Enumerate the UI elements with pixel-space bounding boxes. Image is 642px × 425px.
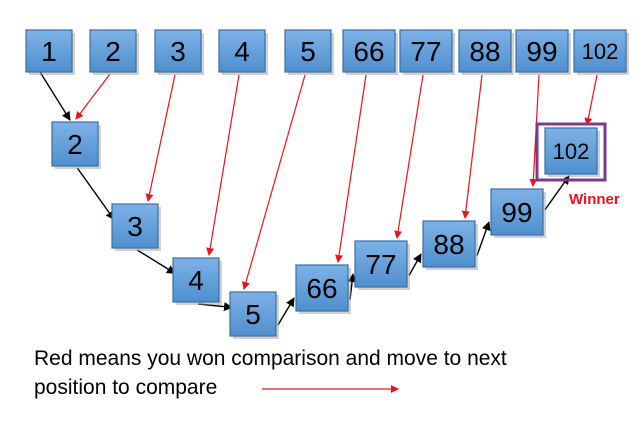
- top-box-66: 66: [342, 29, 398, 75]
- path-box-102-label: 102: [553, 139, 590, 164]
- winner-label: Winner: [569, 191, 620, 208]
- path-box-3-label: 3: [127, 211, 143, 242]
- red-arrow-4: [206, 74, 240, 256]
- path-box-88: 88: [422, 220, 478, 270]
- black-arrow-2-to-3: [76, 167, 115, 221]
- path-box-99-label: 99: [501, 197, 532, 228]
- path-box-2: 2: [51, 121, 101, 169]
- black-arrow-1-to-2: [39, 71, 71, 121]
- black-arrow-88-to-99: [476, 221, 491, 256]
- top-box-99-label: 99: [526, 36, 557, 67]
- red-arrow-77: [394, 74, 424, 239]
- path-box-4-label: 4: [188, 265, 204, 296]
- black-arrow-99-to-102: [544, 175, 570, 211]
- path-box-102: 102: [544, 127, 600, 177]
- top-box-77-label: 77: [410, 36, 441, 67]
- top-box-4-label: 4: [234, 36, 250, 67]
- path-box-4: 4: [172, 257, 222, 305]
- path-box-66-label: 66: [306, 273, 337, 304]
- top-box-5-label: 5: [300, 36, 316, 67]
- caption-line-1: Red means you won comparison and move to…: [34, 347, 507, 370]
- boxes-layer: 1 2 3 4 5 66 77 88 99 102 2 3 4 5 66 77 88 99 102: [25, 29, 629, 339]
- path-box-77: 77: [354, 240, 410, 290]
- path-box-77-label: 77: [365, 249, 396, 280]
- top-box-3: 3: [154, 29, 204, 75]
- top-box-5: 5: [284, 29, 334, 75]
- red-arrow-88: [461, 74, 483, 219]
- top-box-77: 77: [399, 29, 455, 75]
- winner-frame: [535, 122, 607, 182]
- red-arrow-2-to-path: [75, 73, 111, 120]
- top-box-66-label: 66: [353, 36, 384, 67]
- black-arrow-5-to-66: [277, 297, 295, 326]
- path-box-5: 5: [229, 291, 279, 339]
- path-box-66: 66: [295, 264, 351, 314]
- path-box-3: 3: [111, 203, 161, 251]
- top-box-2: 2: [89, 29, 139, 75]
- top-box-1: 1: [25, 29, 75, 75]
- top-box-102: 102: [573, 29, 629, 75]
- red-arrow-3: [145, 74, 176, 202]
- top-box-102-label: 102: [582, 39, 619, 64]
- top-box-88: 88: [458, 29, 514, 75]
- black-arrow-4-to-5: [198, 302, 233, 312]
- path-box-99: 99: [490, 188, 546, 238]
- top-box-99: 99: [515, 29, 571, 75]
- black-arrow-66-to-77: [347, 273, 357, 300]
- path-box-88-label: 88: [433, 229, 464, 260]
- path-box-2-label: 2: [67, 129, 83, 160]
- black-arrow-3-to-4: [136, 249, 176, 274]
- red-arrow-66: [335, 74, 367, 263]
- top-box-3-label: 3: [170, 36, 186, 67]
- extras-layer: Winner: [262, 122, 620, 393]
- top-box-2-label: 2: [105, 36, 121, 67]
- top-box-1-label: 1: [41, 36, 57, 67]
- top-box-88-label: 88: [469, 36, 500, 67]
- red-arrow-102: [584, 74, 598, 126]
- red-arrow-5: [242, 74, 306, 290]
- caption-line-2: position to compare: [34, 376, 218, 399]
- black-arrow-77-to-88: [408, 253, 422, 276]
- arrows-layer: [39, 71, 598, 326]
- top-box-4: 4: [218, 29, 268, 75]
- path-box-5-label: 5: [245, 299, 261, 330]
